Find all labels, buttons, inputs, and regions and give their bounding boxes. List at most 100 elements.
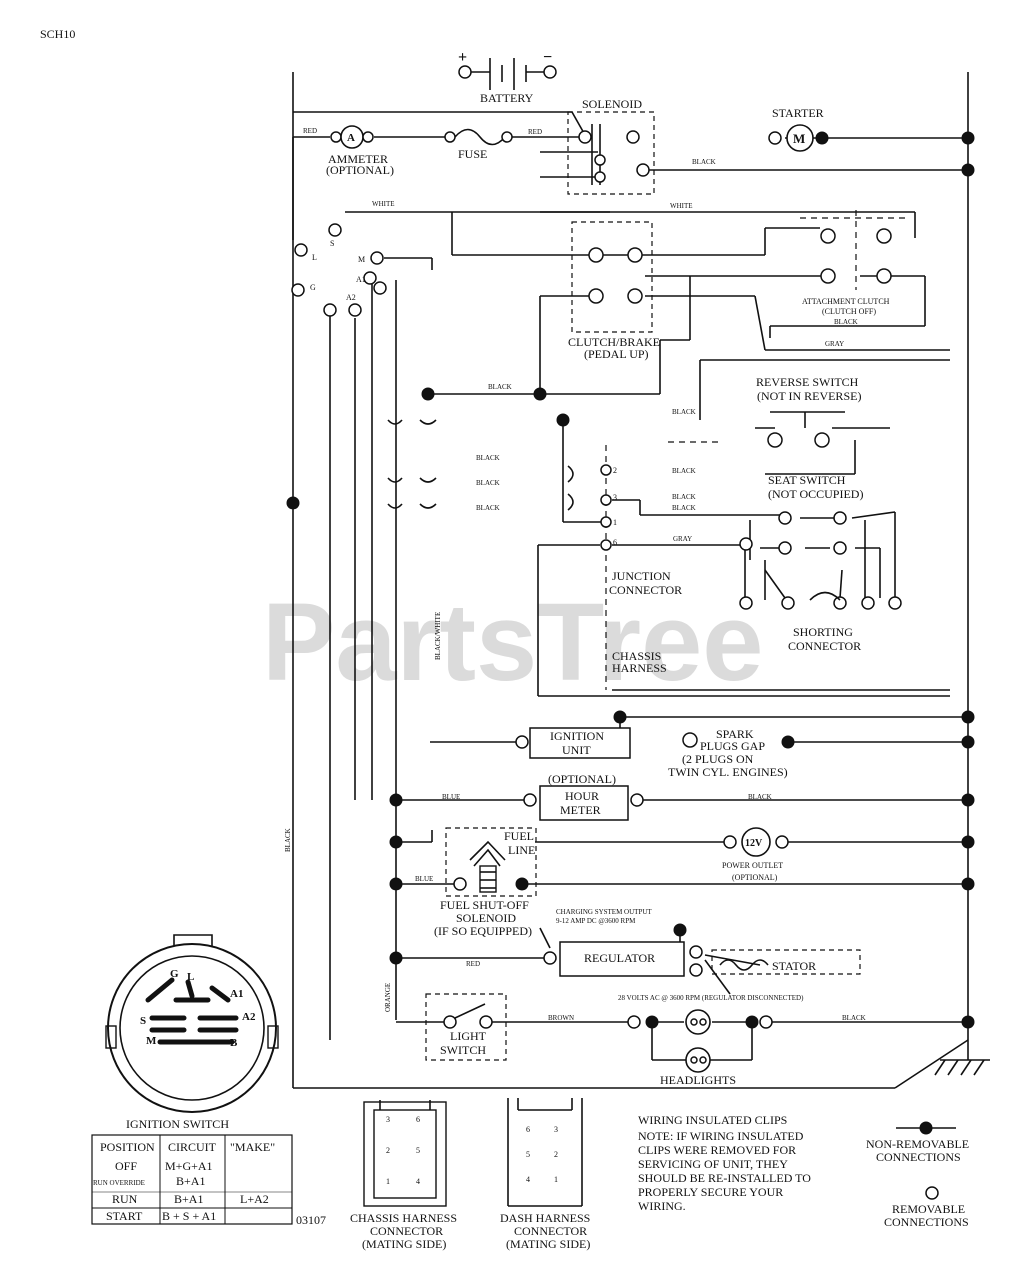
table-header-make: "MAKE" (230, 1140, 275, 1154)
ignition-unit-label-1: IGNITION (550, 729, 604, 743)
key-terminal-s: S (330, 239, 334, 248)
fuel-solenoid-label-3: (IF SO EQUIPPED) (434, 924, 532, 938)
clutch-brake-note: (PEDAL UP) (584, 347, 649, 361)
stator: STATOR 28 VOLTS AC @ 3600 RPM (REGULATOR… (618, 949, 861, 1002)
drawing-number: 03107 (296, 1213, 326, 1227)
junction-connector: 2 3 1 6 JUNCTION CONNECTOR CHASSIS HARNE… (567, 464, 682, 675)
wire-label-white: WHITE (372, 200, 395, 208)
clutch-brake-label: CLUTCH/BRAKE (568, 335, 660, 349)
table-cell: B+A1 (176, 1174, 205, 1188)
battery: + − BATTERY (458, 49, 557, 105)
fuel-solenoid-label-2: SOLENOID (456, 911, 516, 925)
key-terminal-l: L (312, 253, 317, 262)
ammeter-note: (OPTIONAL) (326, 163, 394, 177)
wire-label-brown: BROWN (548, 1014, 574, 1022)
stator-label: STATOR (772, 959, 816, 973)
table-cell: OFF (115, 1159, 137, 1173)
power-outlet-symbol: 12V (745, 838, 763, 849)
ignition-unit: IGNITION UNIT (515, 727, 631, 759)
wire-label-black: BLACK (672, 467, 696, 475)
ac-output-note: 28 VOLTS AC @ 3600 RPM (REGULATOR DISCON… (618, 994, 804, 1002)
power-outlet-label-1: POWER OUTLET (722, 861, 783, 870)
seat-switch: SEAT SWITCH (NOT OCCUPIED) (768, 473, 863, 555)
wire-label-black: BLACK (476, 454, 500, 462)
power-outlet-label-2: (OPTIONAL) (732, 873, 778, 882)
switch-terminal-m: M (146, 1035, 157, 1047)
fuel-solenoid-label-1: FUEL SHUT-OFF (440, 898, 529, 912)
fuse: FUSE (444, 128, 513, 161)
ignition-switch-title: IGNITION SWITCH (126, 1117, 229, 1131)
headlights: HEADLIGHTS (627, 1009, 773, 1087)
wire-label-black: BLACK (672, 408, 696, 416)
switch-terminal-l: L (187, 971, 194, 983)
dash-pin: 6 (526, 1125, 530, 1134)
attachment-clutch-label: ATTACHMENT CLUTCH (802, 297, 890, 306)
switch-terminal-a2: A2 (242, 1011, 256, 1023)
note-line: SERVICING OF UNIT, THEY (638, 1157, 788, 1171)
battery-label: BATTERY (480, 91, 534, 105)
wire-clips (387, 419, 437, 509)
starter-symbol: M (793, 131, 805, 146)
wire-label-black: BLACK (476, 479, 500, 487)
dash-pin: 3 (554, 1125, 558, 1134)
legend: NON-REMOVABLE CONNECTIONS REMOVABLE CONN… (866, 1121, 969, 1229)
junction-pin-6: 6 (613, 538, 617, 547)
table-cell: START (106, 1209, 143, 1223)
table-cell: B + S + A1 (162, 1209, 216, 1223)
dash-pin: 4 (526, 1175, 530, 1184)
ignition-unit-label-2: UNIT (562, 743, 591, 757)
spark-plugs-label-3: (2 PLUGS ON (682, 752, 754, 766)
attachment-clutch: ATTACHMENT CLUTCH (CLUTCH OFF) (800, 210, 910, 316)
junction-connector-label-1: JUNCTION (612, 569, 671, 583)
note-line: CLIPS WERE REMOVED FOR (638, 1143, 796, 1157)
fuel-line-label-2: LINE (508, 843, 535, 857)
attachment-clutch-note: (CLUTCH OFF) (822, 307, 876, 316)
wire-label-black: BLACK (672, 493, 696, 501)
wire-label-blue: BLUE (415, 875, 433, 883)
charging-output-label-2: 9-12 AMP DC @3600 RPM (556, 917, 636, 925)
wire-label-orange: ORANGE (384, 983, 392, 1012)
switch-terminal-b: B (230, 1037, 238, 1049)
solenoid-label: SOLENOID (582, 97, 642, 111)
spark-plugs-label-2: PLUGS GAP (700, 739, 765, 753)
shorting-connector-label-1: SHORTING (793, 625, 853, 639)
fuel-line-label-1: FUEL (504, 829, 534, 843)
wire-label-gray: GRAY (825, 340, 844, 348)
ignition-switch-terminals: S L M A1 G A2 (291, 223, 387, 317)
battery-negative-terminal: − (543, 49, 552, 66)
hour-meter-label-2: METER (560, 803, 601, 817)
battery-positive-terminal: + (458, 49, 467, 66)
reverse-switch-note: (NOT IN REVERSE) (757, 389, 861, 403)
hour-meter: (OPTIONAL) HOUR METER (523, 772, 644, 821)
wiring-clips-note: WIRING INSULATED CLIPS NOTE: IF WIRING I… (638, 1113, 811, 1213)
schematic-code: SCH10 (40, 27, 75, 41)
hour-meter-optional: (OPTIONAL) (548, 772, 616, 786)
dash-connector-label-2: CONNECTOR (514, 1224, 587, 1238)
light-switch: LIGHT SWITCH (425, 993, 507, 1061)
chassis-pin: 1 (386, 1177, 390, 1186)
wire-label-red: RED (528, 128, 542, 136)
wire-label-red: RED (466, 960, 480, 968)
charging-output-label-1: CHARGING SYSTEM OUTPUT (556, 908, 652, 916)
wire-label-black: BLACK (488, 383, 512, 391)
headlights-label: HEADLIGHTS (660, 1073, 736, 1087)
key-terminal-m: M (358, 255, 365, 264)
fuse-label: FUSE (458, 147, 487, 161)
dash-harness-connector: 6 3 5 2 4 1 DASH HARNESS CONNECTOR (MATI… (500, 1098, 590, 1251)
clutch-brake-switch: CLUTCH/BRAKE (PEDAL UP) (568, 221, 660, 361)
dash-connector-label-3: (MATING SIDE) (506, 1237, 590, 1251)
dash-pin: 2 (554, 1150, 558, 1159)
legend-removable-label-2: CONNECTIONS (884, 1215, 969, 1229)
light-switch-label-1: LIGHT (450, 1029, 487, 1043)
ammeter: A AMMETER (OPTIONAL) (326, 125, 394, 177)
table-cell: M+G+A1 (165, 1159, 213, 1173)
wire-label-black: BLACK (672, 504, 696, 512)
seat-switch-label: SEAT SWITCH (768, 473, 846, 487)
wire-label-blue: BLUE (442, 793, 460, 801)
watermark: PartsTree (262, 581, 763, 704)
hour-meter-label-1: HOUR (565, 789, 599, 803)
wire-label-black: BLACK (692, 158, 716, 166)
wire-label-black-white: BLACK/WHITE (434, 612, 442, 660)
reverse-switch-label: REVERSE SWITCH (756, 375, 859, 389)
